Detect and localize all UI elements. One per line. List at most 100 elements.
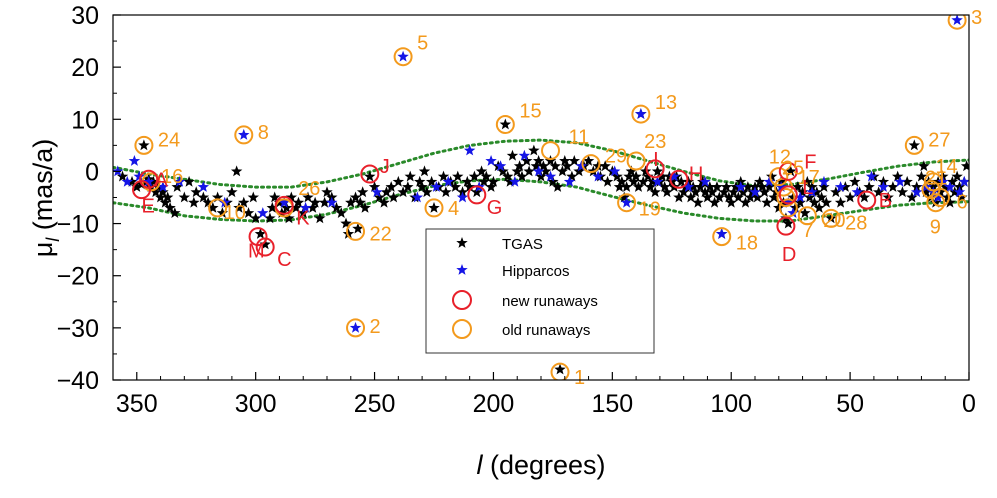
tgas-point: [504, 175, 516, 187]
tgas-point: [818, 181, 830, 192]
hipparcos-point: [157, 181, 169, 192]
old-runaway-circle-14: [923, 172, 943, 192]
tgas-point: [849, 175, 861, 187]
tgas-point: [887, 181, 899, 192]
runaway-label-3: 3: [971, 7, 982, 29]
tgas-point: [649, 186, 661, 198]
tgas-point: [425, 175, 438, 187]
hipparcos-point: [937, 175, 949, 187]
tgas-point: [811, 186, 823, 198]
tgas-point: [535, 170, 547, 182]
tgas-point: [463, 181, 476, 192]
old-runaway-circle-23: [626, 151, 646, 171]
tgas-point: [661, 186, 673, 198]
tgas-point: [754, 175, 766, 187]
tgas-point: [689, 186, 702, 198]
hipparcos-point: [775, 181, 787, 192]
hipparcos-point: [463, 144, 476, 156]
x-axis-title-var: l: [476, 450, 483, 480]
tgas-point: [183, 175, 195, 187]
hipparcos-point: [442, 175, 454, 187]
hipparcos-point: [910, 186, 923, 198]
tgas-point: [373, 191, 386, 203]
tgas-point: [356, 186, 369, 198]
tgas-point: [625, 165, 638, 177]
tgas-point: [368, 181, 381, 192]
tgas-point: [701, 191, 714, 203]
old-runaway-circle-15: [495, 115, 515, 134]
tgas-point: [920, 186, 932, 198]
tgas-point: [582, 155, 595, 166]
hipparcos-point: [735, 181, 747, 192]
tgas-point: [765, 170, 778, 182]
tgas-point: [742, 181, 754, 192]
hipparcos-point: [142, 175, 155, 187]
tgas-point: [513, 160, 526, 172]
tgas-point: [190, 186, 202, 198]
tgas-point: [354, 196, 366, 208]
x-tick-label: 200: [473, 390, 515, 418]
tgas-point: [808, 196, 821, 208]
tgas-point: [554, 363, 566, 375]
x-tick-label: 250: [354, 390, 396, 418]
tgas-point: [307, 201, 319, 213]
tgas-point: [523, 165, 535, 177]
runaway-label-12: 12: [769, 147, 791, 169]
hipparcos-point: [749, 186, 761, 198]
tgas-point: [620, 181, 633, 192]
runaway-label-18: 18: [736, 233, 758, 255]
old-runaway-circle-22: [346, 221, 366, 241]
tgas-point: [387, 191, 400, 203]
old-runaway-circle-18: [712, 227, 732, 247]
hipparcos-point: [953, 186, 966, 198]
runaway-label-C: C: [277, 249, 291, 271]
tgas-point: [799, 207, 811, 218]
tgas-point: [592, 160, 604, 172]
tgas-point: [647, 175, 659, 187]
runaway-label-L: L: [802, 177, 813, 199]
tgas-point: [404, 170, 416, 182]
legend-label-old-runaways: old runaways: [502, 322, 590, 339]
tgas-point: [844, 191, 856, 203]
new-runaway-circle-K: [274, 195, 294, 215]
tgas-point: [164, 201, 176, 213]
tgas-point: [568, 155, 580, 166]
runaway-label-22: 22: [370, 223, 392, 245]
hipparcos-point: [782, 196, 794, 208]
tgas-point: [751, 191, 764, 203]
tgas-point: [416, 181, 428, 192]
tgas-point: [820, 196, 833, 208]
old-runaway-circle-29: [581, 154, 601, 174]
runaway-label-21: 21: [925, 168, 947, 190]
runaway-label-H: H: [689, 163, 703, 185]
tgas-point: [511, 165, 523, 177]
tgas-point: [901, 175, 913, 187]
tgas-point: [704, 181, 716, 192]
hipparcos-point: [716, 228, 728, 239]
tgas-point: [618, 191, 630, 203]
tgas-point: [561, 160, 573, 172]
tgas-point: [611, 170, 623, 182]
old-runaway-circle-13: [631, 104, 651, 124]
tgas-point: [497, 165, 509, 177]
runaway-label-E: E: [142, 196, 155, 218]
runaway-label-14: 14: [935, 156, 957, 178]
hipparcos-point: [806, 186, 818, 198]
hipparcos-point: [518, 149, 531, 161]
tgas-point: [211, 191, 224, 203]
tgas-point: [197, 191, 210, 203]
tgas-point: [549, 160, 561, 172]
tgas-point: [321, 186, 333, 198]
tgas-point: [730, 181, 742, 192]
tgas-point: [207, 201, 219, 213]
tgas-point: [773, 201, 785, 213]
old-runaway-circle-19: [617, 193, 637, 213]
tgas-point: [171, 181, 183, 192]
runaway-circles: [132, 15, 967, 380]
hipparcos-point: [763, 175, 775, 187]
tgas-point: [449, 181, 462, 192]
legend-label-hipparcos: Hipparcos: [502, 263, 570, 280]
runaway-label-29: 29: [605, 146, 627, 168]
